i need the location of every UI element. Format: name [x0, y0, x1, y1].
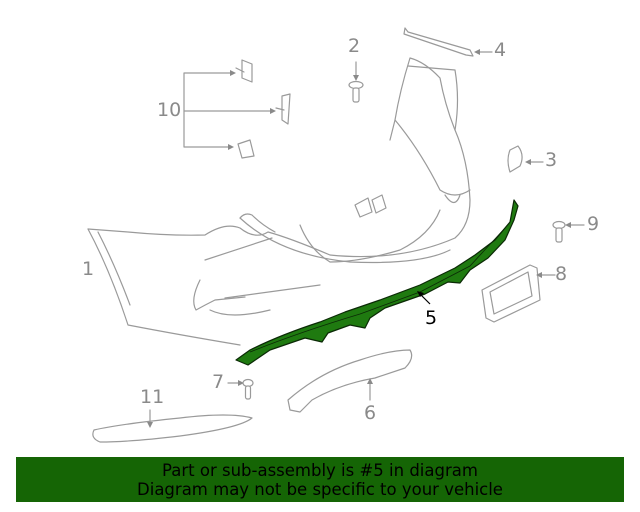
- callout-3[interactable]: 3: [545, 149, 558, 171]
- reflector-trim-drawing: [92, 409, 253, 443]
- callout-8[interactable]: 8: [555, 263, 568, 285]
- callout-7[interactable]: 7: [212, 371, 225, 393]
- banner-line-2: Diagram may not be specific to your vehi…: [137, 479, 503, 499]
- callout-5[interactable]: 5: [425, 307, 438, 329]
- callout-2[interactable]: 2: [348, 35, 361, 57]
- lower-deflector-drawing: [287, 349, 413, 413]
- push-clip-side-drawing: [552, 220, 585, 243]
- push-clip-lower-drawing: [227, 378, 254, 400]
- part-info-banner: Part or sub-assembly is #5 in diagram Di…: [16, 457, 624, 502]
- callout-9[interactable]: 9: [587, 213, 600, 235]
- banner-line-1: Part or sub-assembly is #5 in diagram: [162, 460, 478, 480]
- retainer-clips-drawing: [183, 59, 291, 159]
- push-clip-upper-drawing: [348, 61, 364, 103]
- upper-trim-strip-drawing: [403, 27, 474, 57]
- license-plate-bracket-drawing: [481, 264, 556, 323]
- diagram-artwork: [87, 27, 585, 443]
- side-bracket-drawing: [507, 145, 523, 173]
- callout-1[interactable]: 1: [82, 258, 95, 280]
- callout-10[interactable]: 10: [157, 99, 182, 121]
- parts-diagram: 1 2 3 4 5 6 7 8 9 10 11: [82, 27, 600, 443]
- lower-valance-diffuser-drawing: [235, 199, 519, 366]
- callout-4[interactable]: 4: [494, 39, 507, 61]
- bumper-cover-drawing: [87, 57, 471, 346]
- callout-11[interactable]: 11: [140, 386, 165, 408]
- callout-6[interactable]: 6: [364, 402, 377, 424]
